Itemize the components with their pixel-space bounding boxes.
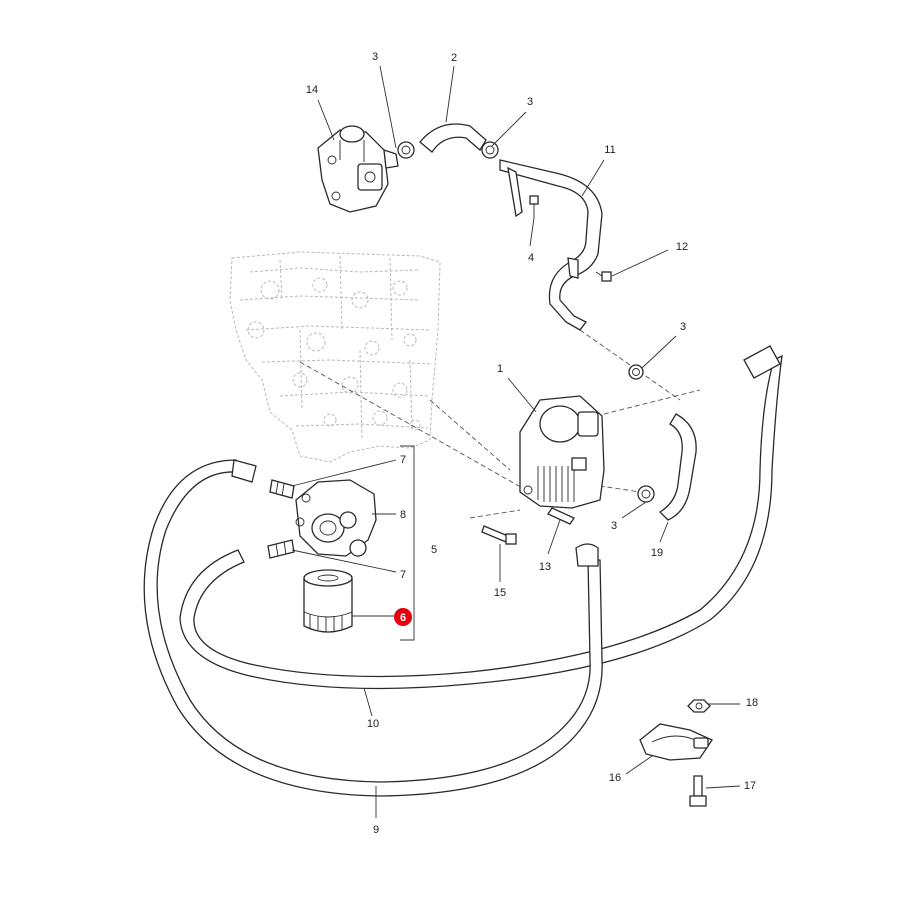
hose-2 bbox=[419, 123, 487, 153]
hose-19 bbox=[658, 413, 697, 521]
callout-1: 1 bbox=[497, 363, 503, 375]
callout-11: 10 bbox=[367, 718, 379, 730]
callout-9: 11 bbox=[604, 144, 615, 156]
callout-14: 15 bbox=[494, 587, 506, 599]
engine-block-outline bbox=[229, 251, 441, 463]
callout-8: 8 bbox=[400, 509, 406, 521]
hose-clamp-3d bbox=[637, 485, 655, 503]
callout-15: 16 bbox=[609, 772, 621, 784]
bolt-12 bbox=[595, 271, 612, 282]
highlight-badge bbox=[394, 608, 412, 626]
oil-filter bbox=[303, 569, 353, 633]
callout-12: 12 bbox=[676, 241, 688, 253]
callout-10: 9 bbox=[373, 824, 379, 836]
callout-5: 5 bbox=[431, 544, 437, 556]
callout-13: 13 bbox=[539, 561, 551, 573]
nut-17 bbox=[687, 699, 711, 713]
hose-clamp-3a bbox=[397, 141, 415, 159]
callout-19: 19 bbox=[651, 547, 663, 559]
bolt-4 bbox=[529, 195, 539, 218]
callout-17: 18 bbox=[746, 697, 758, 709]
callout-2: 2 bbox=[451, 52, 457, 64]
hose-10 bbox=[143, 459, 603, 797]
callout-4: 4 bbox=[528, 252, 534, 264]
bolt-14 bbox=[481, 525, 517, 545]
coolant-pipe-9 bbox=[499, 159, 603, 331]
hose-clamp-3c bbox=[628, 364, 644, 380]
bolt-16 bbox=[689, 775, 707, 807]
hose-clamp-3b bbox=[481, 141, 499, 159]
bolt-13 bbox=[547, 507, 575, 525]
callout-7: 7 bbox=[400, 454, 406, 466]
fitting-7a bbox=[269, 479, 295, 499]
callout-18: 14 bbox=[306, 84, 318, 96]
callout-labels: 14 3 2 3 11 4 12 3 1 7 8 5 7 3 19 13 15 … bbox=[306, 51, 758, 836]
callout-3: 3 bbox=[611, 520, 617, 532]
fitting-7b bbox=[267, 539, 295, 559]
callout-3: 3 bbox=[372, 51, 378, 63]
hose-11 bbox=[179, 345, 783, 690]
callout-6: 6 bbox=[400, 612, 406, 624]
callout-3: 3 bbox=[527, 96, 533, 108]
callout-6-highlight[interactable]: 6 bbox=[394, 608, 412, 626]
callout-7: 7 bbox=[400, 569, 406, 581]
oil-filter-housing bbox=[295, 479, 377, 557]
thermostat-housing bbox=[317, 125, 399, 213]
oil-cooler-assembly bbox=[519, 395, 605, 509]
callout-3: 3 bbox=[680, 321, 686, 333]
callout-16: 17 bbox=[744, 780, 756, 792]
leader-lines bbox=[291, 65, 741, 818]
bracket-15 bbox=[639, 723, 713, 761]
